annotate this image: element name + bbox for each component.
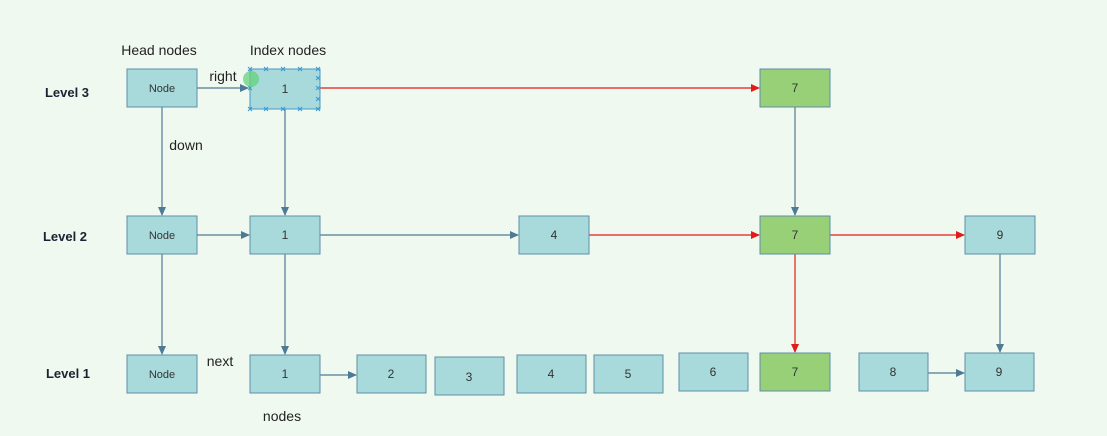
node-l2-1[interactable]: 1 bbox=[249, 215, 321, 255]
level-3-label: Level 3 bbox=[45, 85, 89, 100]
header-index-nodes: Index nodes bbox=[250, 42, 326, 58]
svg-text:7: 7 bbox=[792, 81, 799, 95]
edge-label-next: next bbox=[207, 353, 234, 369]
node-l1-1[interactable]: 1 bbox=[249, 354, 321, 394]
node-l3-7[interactable]: 7 bbox=[759, 68, 831, 108]
header-head-nodes: Head nodes bbox=[121, 42, 197, 58]
svg-text:7: 7 bbox=[792, 365, 799, 379]
node-l1-6[interactable]: 6 bbox=[678, 352, 749, 392]
svg-text:Node: Node bbox=[149, 83, 175, 95]
node-l1-8[interactable]: 8 bbox=[858, 352, 929, 392]
node-l1-7[interactable]: 7 bbox=[759, 352, 831, 392]
svg-text:5: 5 bbox=[625, 367, 632, 381]
edge-label-right: right bbox=[209, 68, 236, 84]
node-l3-1[interactable]: 1 bbox=[249, 68, 321, 110]
node-l2-7[interactable]: 7 bbox=[759, 215, 831, 255]
node-l1-head[interactable]: Node bbox=[126, 354, 198, 394]
node-l1-4[interactable]: 4 bbox=[516, 354, 587, 394]
svg-text:1: 1 bbox=[282, 228, 289, 242]
node-l1-9[interactable]: 9 bbox=[964, 352, 1035, 392]
edge-label-down: down bbox=[169, 137, 202, 153]
svg-text:3: 3 bbox=[466, 370, 473, 384]
svg-text:1: 1 bbox=[282, 82, 289, 96]
level-1-label: Level 1 bbox=[46, 366, 90, 381]
svg-text:4: 4 bbox=[548, 367, 555, 381]
node-l2-9[interactable]: 9 bbox=[964, 215, 1036, 255]
svg-text:6: 6 bbox=[710, 365, 717, 379]
connection-point-handle[interactable] bbox=[243, 71, 259, 87]
svg-text:Node: Node bbox=[149, 369, 175, 381]
svg-text:8: 8 bbox=[890, 365, 897, 379]
svg-text:1: 1 bbox=[282, 367, 289, 381]
svg-text:2: 2 bbox=[388, 367, 395, 381]
caption-nodes: nodes bbox=[263, 408, 301, 424]
svg-text:7: 7 bbox=[792, 228, 799, 242]
node-l2-4[interactable]: 4 bbox=[518, 215, 590, 255]
svg-text:4: 4 bbox=[551, 228, 558, 242]
node-l1-5[interactable]: 5 bbox=[593, 354, 664, 394]
svg-text:Node: Node bbox=[149, 230, 175, 242]
node-l1-3[interactable]: 3 bbox=[434, 356, 505, 396]
svg-text:9: 9 bbox=[996, 365, 1003, 379]
level-2-label: Level 2 bbox=[43, 229, 87, 244]
svg-text:9: 9 bbox=[997, 228, 1004, 242]
node-l3-head[interactable]: Node bbox=[126, 68, 198, 108]
node-l2-head[interactable]: Node bbox=[126, 215, 198, 255]
node-l1-2[interactable]: 2 bbox=[356, 354, 427, 394]
